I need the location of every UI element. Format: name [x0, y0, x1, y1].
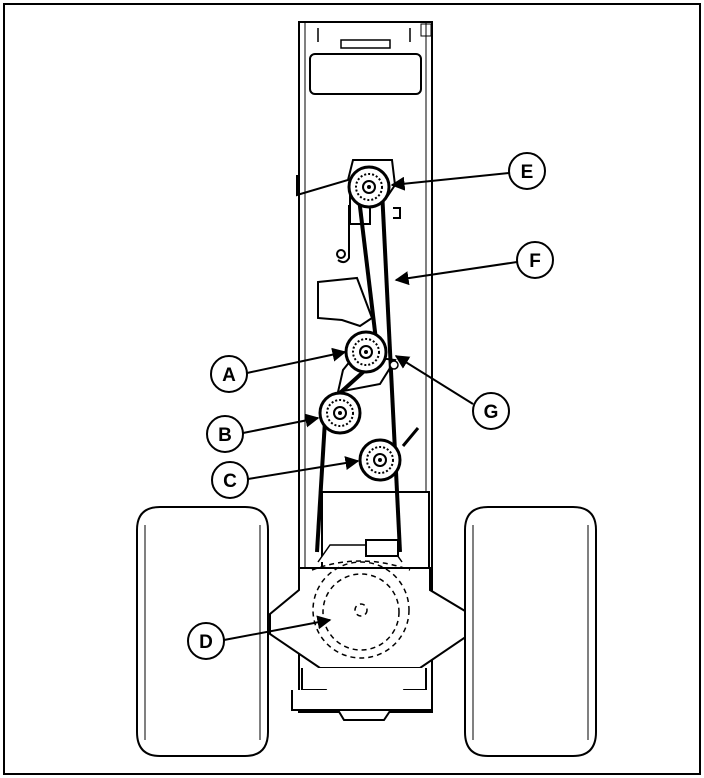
callout-A: A — [210, 355, 248, 393]
transaxle-pulley-D — [311, 560, 411, 659]
leader-B — [242, 413, 320, 434]
callout-letter-E: E — [521, 162, 534, 183]
engine-pulley-E — [347, 165, 391, 209]
callout-letter-B: B — [218, 425, 232, 446]
c-pulley-bracket — [401, 427, 420, 447]
idler-bracket — [317, 276, 374, 328]
leader-E — [390, 172, 510, 191]
callout-F: F — [516, 241, 554, 279]
idler-pulley-A — [344, 330, 388, 374]
leader-lines — [223, 172, 518, 641]
leader-G — [394, 355, 474, 405]
leader-A — [246, 347, 347, 374]
callout-letter-G: G — [484, 402, 499, 423]
callout-G: G — [472, 392, 510, 430]
idler-pulley-C — [358, 438, 402, 482]
idler-pulley-B — [318, 391, 362, 435]
callout-C: C — [211, 461, 249, 499]
callout-D: D — [187, 622, 225, 660]
leader-F — [394, 261, 518, 286]
callout-letter-D: D — [199, 632, 213, 653]
callout-E: E — [508, 152, 546, 190]
callout-letter-C: C — [223, 471, 237, 492]
callout-letter-F: F — [529, 251, 541, 272]
leader-D — [223, 615, 332, 641]
right-wheel — [464, 506, 597, 757]
idler-arm-pivot — [389, 360, 399, 370]
leader-C — [247, 456, 360, 480]
callout-letter-A: A — [222, 365, 236, 386]
callout-B: B — [206, 415, 244, 453]
